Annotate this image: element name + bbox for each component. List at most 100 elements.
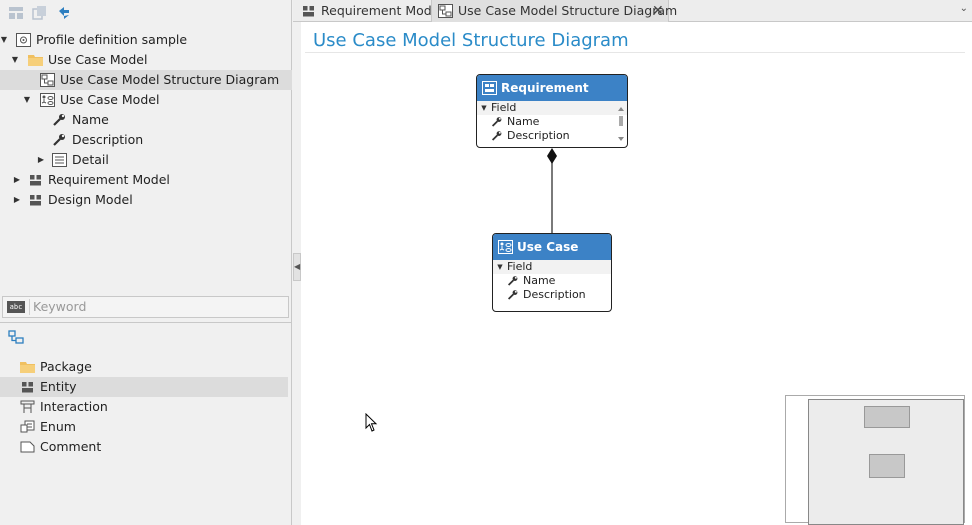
entity-field[interactable]: Description	[493, 288, 611, 302]
copy-icon[interactable]	[32, 5, 48, 21]
model-tree: ▼ Profile definition sample ▼ Use Case M…	[0, 30, 292, 210]
tab-label: Use Case Model Structure Diagram	[458, 3, 678, 18]
comment-icon	[20, 441, 35, 453]
entity-icon	[303, 6, 314, 17]
collapse-panel-handle[interactable]: ◀	[293, 253, 301, 281]
usecase-white-icon	[498, 240, 513, 254]
close-icon[interactable]: ✕	[652, 3, 664, 19]
tree-item-usecase-package[interactable]: ▼ Use Case Model	[0, 50, 292, 70]
tree-item-label: Profile definition sample	[36, 32, 188, 47]
palette-item-label: Interaction	[40, 399, 108, 414]
tab-requirement-model[interactable]: Requirement Model	[295, 0, 443, 22]
palette-item-comment[interactable]: Comment	[0, 437, 292, 457]
palette-tree-icon[interactable]	[8, 330, 24, 344]
tree-item-design-model[interactable]: ▶ Design Model	[0, 190, 292, 210]
separator	[29, 299, 30, 315]
entity-field[interactable]: Name	[493, 274, 611, 288]
folder-icon	[28, 55, 43, 66]
enum-icon	[20, 420, 35, 433]
palette-item-enum[interactable]: Enum	[0, 417, 292, 437]
minimap-entity	[864, 406, 910, 428]
palette-item-label: Package	[40, 359, 92, 374]
usecase-entity-icon	[40, 93, 55, 107]
abc-icon: abc	[7, 301, 25, 313]
interaction-icon	[20, 400, 35, 413]
palette-item-interaction[interactable]: Interaction	[0, 397, 292, 417]
expand-right-icon[interactable]: ▶	[13, 175, 21, 184]
folder-icon	[20, 362, 35, 373]
tree-item-name[interactable]: Name	[0, 110, 292, 130]
left-toolbar	[0, 0, 292, 26]
entity-header[interactable]: Requirement Model	[477, 75, 627, 121]
entity-field[interactable]: Description	[477, 129, 627, 143]
diagram-icon	[40, 73, 55, 87]
composition-diamond-icon	[547, 148, 557, 164]
wrench-icon	[507, 276, 518, 286]
tab-label: Requirement Model	[321, 3, 443, 18]
wrench-icon	[507, 290, 518, 300]
diagram-title: Use Case Model Structure Diagram	[313, 30, 629, 51]
tree-item-label: Use Case Model	[60, 92, 160, 107]
tree-item-label: Use Case Model Structure Diagram	[60, 72, 280, 87]
search-input[interactable]: Keyword	[33, 299, 87, 314]
entity-white-icon	[482, 81, 497, 95]
expand-down-icon[interactable]: ▼	[0, 35, 8, 44]
tree-item-profile[interactable]: ▼ Profile definition sample	[0, 30, 292, 50]
element-palette: Package Entity Interaction Enum Comment	[0, 357, 292, 457]
section-label: Field	[491, 101, 517, 114]
entity-section[interactable]: ▼ Field	[493, 260, 611, 274]
expand-down-icon[interactable]: ▼	[481, 104, 487, 112]
tree-item-label: Name	[72, 112, 109, 127]
profile-icon	[16, 33, 31, 47]
entity-header[interactable]: Use Case Model	[493, 234, 611, 280]
layout-icon[interactable]	[8, 5, 24, 21]
tree-item-requirement-model[interactable]: ▶ Requirement Model	[0, 170, 292, 190]
wrench-icon	[491, 117, 502, 127]
entity-usecase-model[interactable]: Use Case Model ▼ Field Name Description	[492, 233, 612, 312]
entity-scrollbar[interactable]	[618, 105, 624, 143]
minimap-entity	[869, 454, 905, 478]
field-label: Name	[523, 274, 556, 287]
wrench-icon	[491, 131, 502, 141]
tree-item-description[interactable]: Description	[0, 130, 292, 150]
tree-item-label: Description	[72, 132, 144, 147]
sync-icon[interactable]	[56, 5, 72, 21]
entity-field[interactable]: Name	[477, 115, 627, 129]
expand-down-icon[interactable]: ▼	[497, 263, 503, 271]
keyword-search-box[interactable]: abc Keyword	[2, 296, 289, 318]
wrench-icon	[53, 114, 65, 126]
expand-right-icon[interactable]: ▶	[13, 195, 21, 204]
field-label: Name	[507, 115, 540, 128]
entity-requirement-model[interactable]: Requirement Model ▼ Field Name Descripti…	[476, 74, 628, 148]
entity-icon	[30, 195, 41, 206]
panel-divider	[0, 322, 292, 323]
tree-item-structure-diagram[interactable]: Use Case Model Structure Diagram	[0, 70, 292, 90]
field-label: Description	[507, 129, 570, 142]
tree-item-label: Requirement Model	[48, 172, 170, 187]
diagram-minimap[interactable]	[785, 395, 965, 525]
palette-item-entity[interactable]: Entity	[0, 377, 288, 397]
chevron-down-icon[interactable]: ⌄	[959, 3, 968, 14]
editor-tabbar: Requirement Model Use Case Model Structu…	[293, 0, 972, 22]
palette-item-label: Entity	[40, 379, 77, 394]
tab-structure-diagram[interactable]: Use Case Model Structure Diagram ✕	[431, 0, 677, 22]
tree-item-label: Use Case Model	[48, 52, 148, 67]
tree-item-usecase-model[interactable]: ▼ Use Case Model	[0, 90, 292, 110]
expand-down-icon[interactable]: ▼	[23, 95, 31, 104]
mouse-cursor-icon	[365, 413, 378, 432]
wrench-icon	[53, 134, 65, 146]
palette-item-label: Enum	[40, 419, 76, 434]
expand-right-icon[interactable]: ▶	[37, 155, 45, 164]
entity-section[interactable]: ▼ Field	[477, 101, 627, 115]
title-underline	[305, 52, 965, 53]
left-panel: ▼ Profile definition sample ▼ Use Case M…	[0, 0, 292, 525]
minimap-viewport[interactable]	[808, 399, 964, 525]
diagram-icon	[438, 4, 453, 18]
tree-item-detail[interactable]: ▶ Detail	[0, 150, 292, 170]
expand-down-icon[interactable]: ▼	[11, 55, 19, 64]
detail-icon	[52, 153, 67, 167]
palette-item-label: Comment	[40, 439, 102, 454]
palette-item-package[interactable]: Package	[0, 357, 292, 377]
section-label: Field	[507, 260, 533, 273]
